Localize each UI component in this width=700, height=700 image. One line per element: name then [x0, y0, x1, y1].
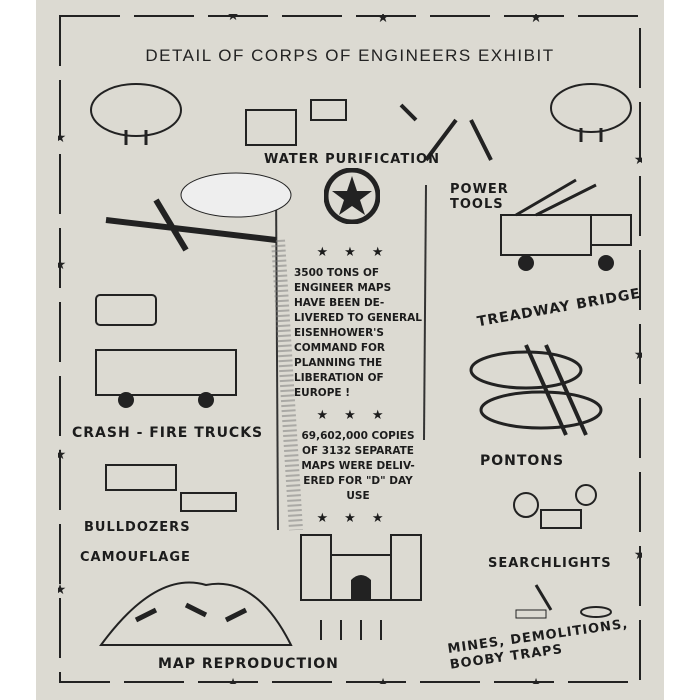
svg-text:★: ★	[530, 14, 543, 25]
bulldozers-illustration	[105, 464, 237, 512]
map-copies-text: 69,602,000 COPIES OF 3132 SEPARATE MAPS …	[301, 430, 415, 502]
svg-text:★: ★	[58, 581, 66, 597]
mines-illustration	[515, 584, 612, 619]
svg-text:★: ★	[227, 675, 240, 684]
trees-left-illustration	[90, 83, 182, 145]
svg-text:★: ★	[58, 256, 66, 272]
camouflage-net-illustration	[99, 581, 293, 646]
label-bulldozers: BULLDOZERS	[84, 520, 191, 535]
label-water-purification: WATER PURIFICATION	[264, 152, 440, 167]
searchlights-illustration	[513, 484, 597, 529]
crashed-plane-illustration	[105, 172, 292, 252]
label-pontons: PONTONS	[480, 453, 565, 469]
svg-text:★: ★	[377, 14, 390, 25]
trees-right-illustration	[550, 83, 632, 142]
poster-title: DETAIL OF CORPS OF ENGINEERS EXHIBIT	[145, 46, 555, 65]
label-power-tools: POWER TOOLS	[450, 182, 509, 212]
exhibit-poster: ★★★ ★★★★ ★★★ ★★★ DETAIL OF CORPS OF ENGI…	[36, 0, 664, 700]
label-map-reproduction: MAP REPRODUCTION	[158, 656, 339, 672]
pontons-illustration	[469, 344, 603, 436]
center-text-column: ★★★ 3500 TONS OF ENGINEER MAPS HAVE BEEN…	[294, 244, 422, 526]
svg-text:★: ★	[634, 151, 642, 167]
fire-trucks-illustration	[95, 294, 237, 408]
svg-text:★: ★	[58, 129, 66, 145]
treadway-bridge-truck-illustration	[500, 178, 632, 271]
svg-text:★: ★	[227, 14, 240, 23]
svg-text:★: ★	[58, 446, 66, 462]
stars-bottom: ★★★	[316, 510, 400, 525]
svg-text:★: ★	[634, 346, 642, 362]
power-tools-illustration	[399, 103, 493, 162]
label-camouflage: CAMOUFLAGE	[80, 550, 191, 565]
castle-illustration	[300, 534, 422, 640]
svg-text:★: ★	[634, 546, 642, 562]
star-border-frame: ★★★ ★★★★ ★★★ ★★★	[58, 14, 642, 684]
label-searchlights: SEARCHLIGHTS	[488, 556, 612, 571]
stars-middle: ★★★	[316, 407, 400, 422]
center-dividers	[271, 184, 427, 531]
label-crash-fire-trucks: CRASH - FIRE TRUCKS	[72, 425, 264, 441]
maps-tons-text: 3500 TONS OF ENGINEER MAPS HAVE BEEN DE-…	[294, 267, 422, 399]
castle-star-emblem	[324, 168, 380, 224]
water-purification-illustration	[245, 99, 347, 146]
stars-top: ★★★	[316, 244, 400, 259]
svg-text:★: ★	[377, 675, 390, 684]
svg-text:★: ★	[530, 675, 543, 684]
